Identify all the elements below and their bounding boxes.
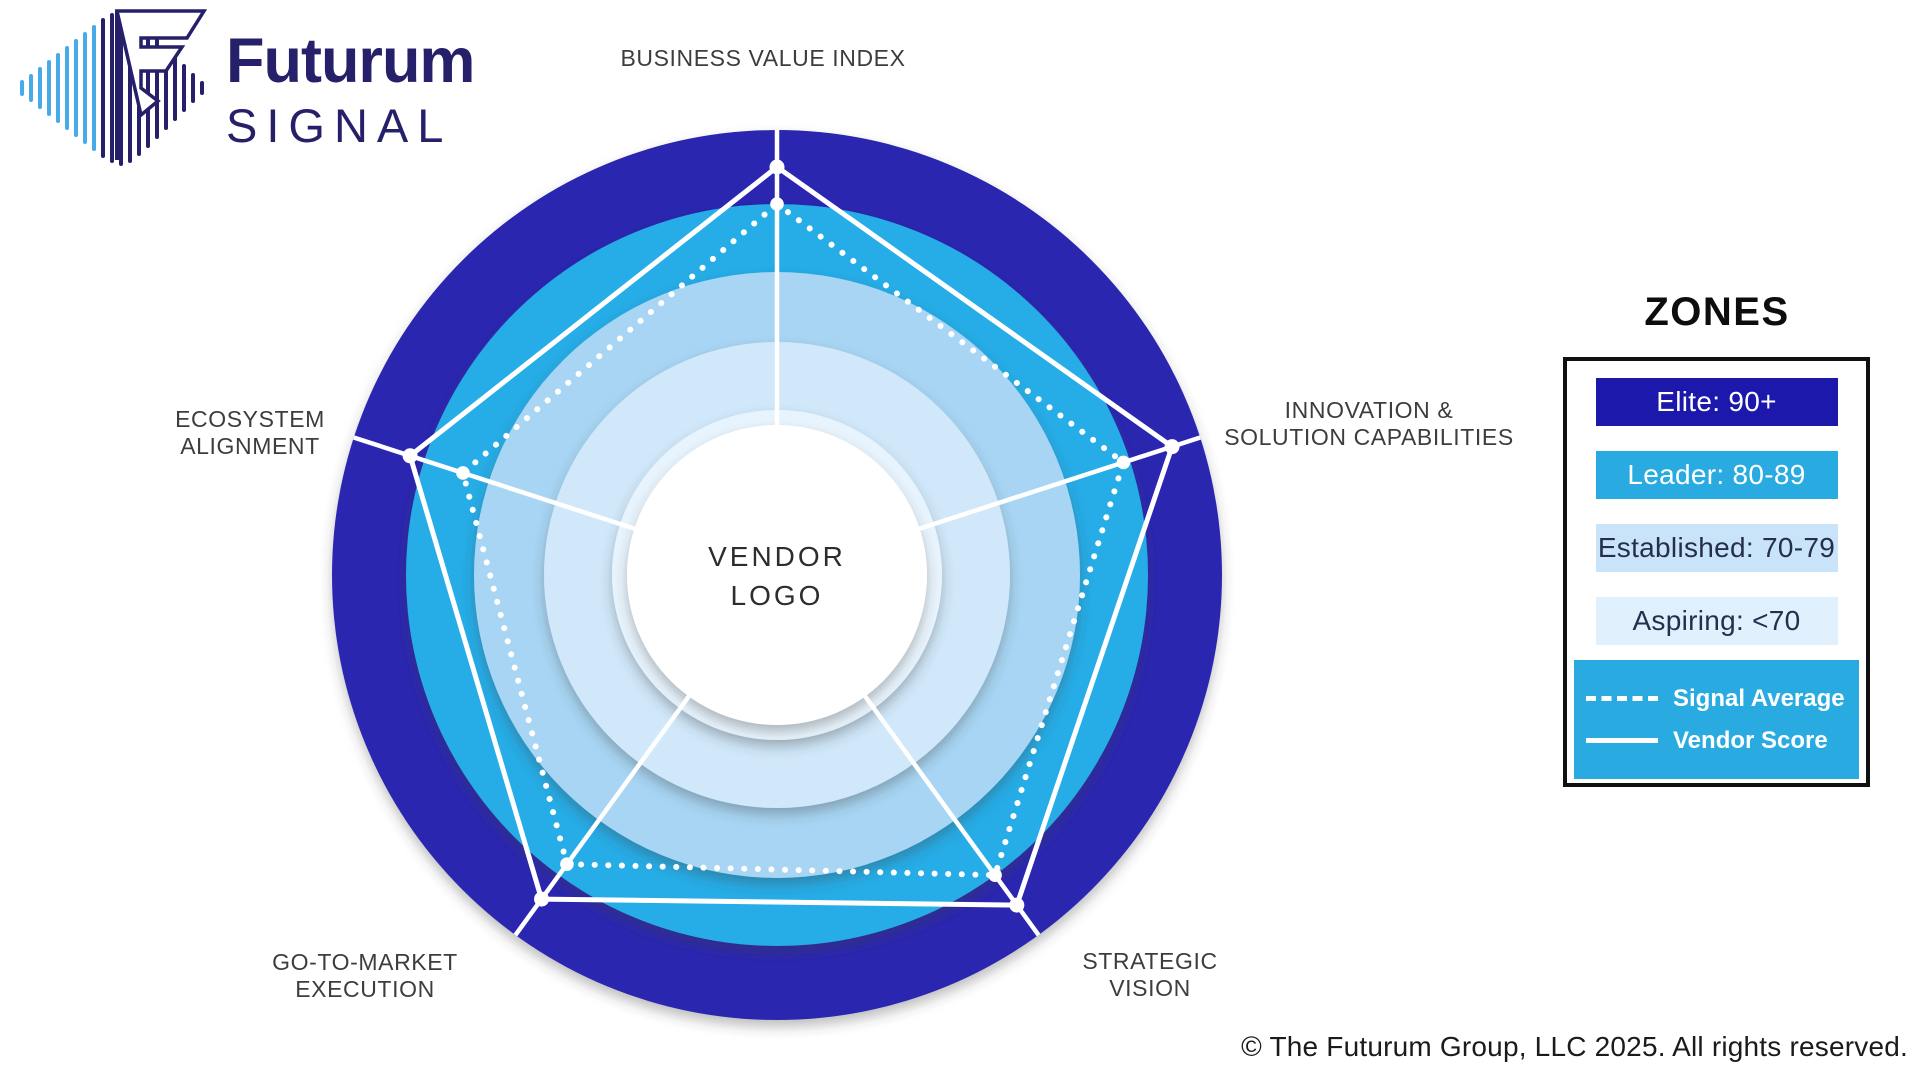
zones-legend-title: ZONES: [1644, 290, 1790, 334]
axis-label-strategic-vision: STRATEGIC VISION: [1082, 948, 1218, 1001]
vendor-score-point-3: [534, 891, 550, 907]
signal-average-point-0: [770, 197, 784, 211]
dashed-line-swatch: [1586, 696, 1658, 701]
signal-average-point-2: [988, 868, 1002, 882]
axis-label-ecosystem-alignment: ECOSYSTEM ALIGNMENT: [175, 406, 325, 459]
vendor-score-point-2: [1009, 897, 1025, 913]
zone-chip-established: Established: 70-79: [1595, 524, 1838, 572]
zone-chip-leader: Leader: 80-89: [1595, 451, 1838, 499]
signal-average-point-4: [456, 466, 470, 480]
axis-label-business-value-index: BUSINESS VALUE INDEX: [620, 45, 906, 71]
signal-average-legend-row: Signal Average: [1574, 685, 1859, 713]
axis-spoke-4: [353, 435, 778, 578]
signal-average-label: Signal Average: [1673, 684, 1845, 712]
signal-average-point-1: [1116, 455, 1131, 470]
brand-name: Futurum: [226, 26, 475, 96]
axis-spoke-3: [513, 573, 779, 937]
vendor-score-point-4: [402, 448, 418, 464]
futurum-logo-icon: [20, 9, 208, 166]
futurum-signal-logo: Futurum SIGNAL: [18, 8, 475, 168]
vendor-score-point-1: [1164, 439, 1180, 455]
zone-chip-elite: Elite: 90+: [1595, 378, 1838, 426]
zone-chip-aspiring: Aspiring: <70: [1595, 597, 1838, 645]
vendor-score-legend-row: Vendor Score: [1574, 727, 1859, 755]
copyright-notice: © The Futurum Group, LLC 2025. All right…: [1241, 1031, 1908, 1062]
zones-legend-box: Elite: 90+ Leader: 80-89 Established: 70…: [1563, 357, 1870, 787]
futurum-logo-wordmark: Futurum SIGNAL: [226, 26, 475, 152]
solid-line-swatch: [1586, 738, 1658, 743]
vendor-score-polygon: [407, 164, 1175, 908]
signal-average-point-3: [560, 857, 574, 871]
signal-average-polygon: [459, 201, 1127, 879]
brand-product: SIGNAL: [226, 99, 453, 152]
vendor-score-point-0: [769, 159, 785, 175]
vendor-score-label: Vendor Score: [1673, 726, 1828, 754]
axis-label-innovation-solution-capabilities: INNOVATION & SOLUTION CAPABILITIES: [1224, 397, 1514, 450]
axis-label-go-to-market-execution: GO-TO-MARKET EXECUTION: [272, 949, 458, 1002]
line-style-legend: Signal Average Vendor Score: [1574, 660, 1859, 779]
vendor-logo-placeholder: VENDOR LOGO: [708, 541, 846, 611]
